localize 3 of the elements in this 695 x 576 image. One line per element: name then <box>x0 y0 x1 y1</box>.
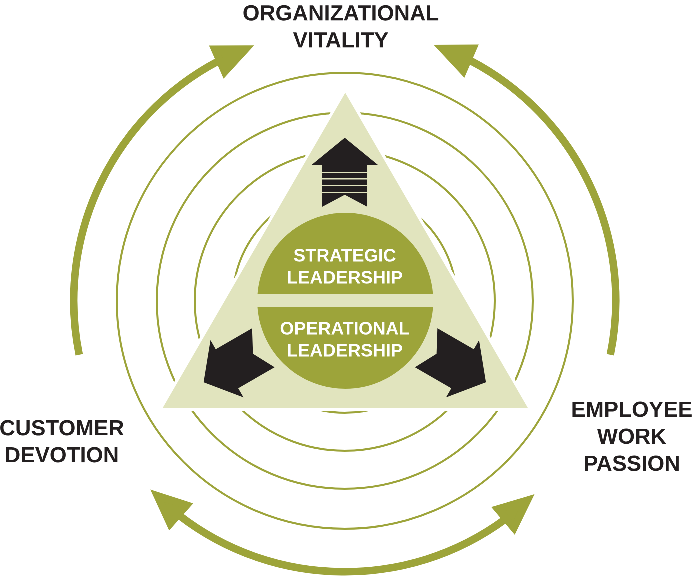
text-label: ORGANIZATIONAL VITALITY <box>244 5 439 48</box>
text-label: EMPLOYEE WORK PASSION <box>572 402 692 472</box>
text-label: CUSTOMER DEVOTION <box>0 420 124 463</box>
